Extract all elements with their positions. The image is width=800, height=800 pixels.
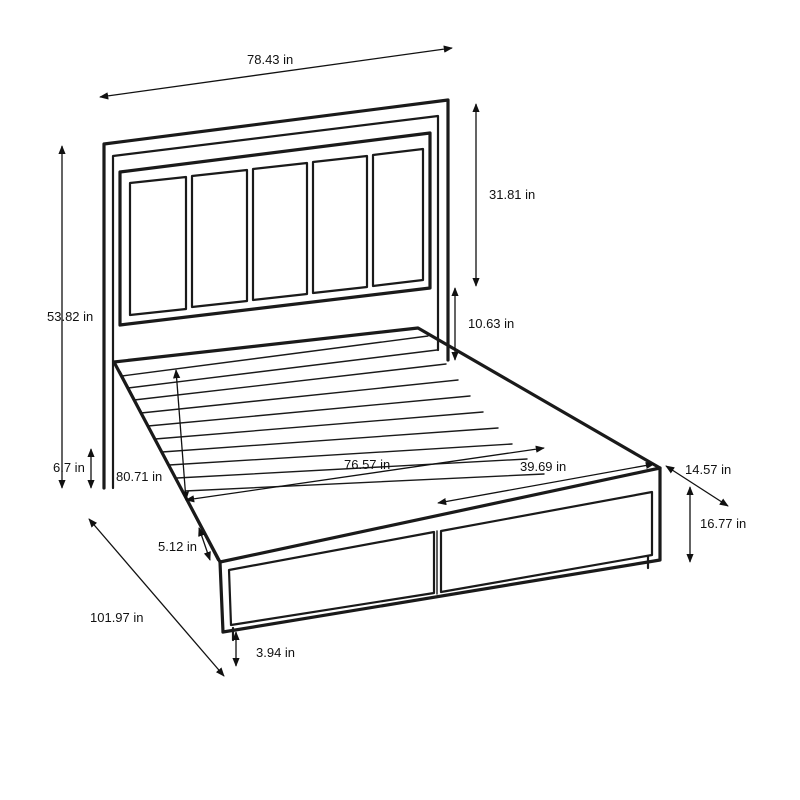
headboard-inner-border <box>111 114 440 490</box>
dimension-labels: 78.43 in 31.81 in 53.82 in 10.63 in 6.7 … <box>47 52 746 660</box>
dim-line-overall-length <box>88 518 225 677</box>
label-headboard-to-frame: 10.63 in <box>468 316 514 331</box>
label-drawer-height: 16.77 in <box>700 516 746 531</box>
dim-line-inner-length <box>172 369 190 501</box>
headboard-panel-2 <box>190 168 249 309</box>
headboard-panel-1 <box>128 175 188 317</box>
slat <box>154 411 484 440</box>
label-overall-length: 101.97 in <box>90 610 144 625</box>
headboard-panel-4 <box>311 154 369 295</box>
slat <box>147 395 471 427</box>
slat <box>140 379 459 414</box>
dim-line-drawer-width <box>437 461 655 506</box>
label-overall-height: 53.82 in <box>47 309 93 324</box>
label-overall-width: 78.43 in <box>247 52 293 67</box>
label-leg-clearance: 6.7 in <box>53 460 85 475</box>
slat <box>184 473 545 492</box>
base-front-left-edge <box>218 560 225 634</box>
platform-slats <box>121 335 545 492</box>
headboard-panel-3 <box>251 161 309 302</box>
headboard-outer-frame <box>102 98 450 490</box>
dim-line-overall-width <box>99 45 453 100</box>
label-inner-width-diagonal: 76.57 in <box>344 457 390 472</box>
dimension-lines <box>58 45 729 677</box>
label-drawer-depth: 14.57 in <box>685 462 731 477</box>
bed-platform <box>112 326 662 564</box>
label-headboard-panel-height: 31.81 in <box>489 187 535 202</box>
drawer-left <box>227 530 436 627</box>
base-bottom-edge <box>221 560 650 634</box>
label-floor-clearance: 3.94 in <box>256 645 295 660</box>
platform-top-outline <box>112 326 662 564</box>
label-inner-length: 80.71 in <box>116 469 162 484</box>
footboard-drawers <box>218 466 662 642</box>
headboard-panel-frame <box>118 131 432 327</box>
headboard <box>102 98 450 490</box>
dim-line-inner-width-diagonal <box>185 445 545 503</box>
dim-line-drawer-depth <box>665 465 729 507</box>
base-front-right-edge <box>646 466 662 564</box>
label-side-rail: 5.12 in <box>158 539 197 554</box>
label-drawer-width: 39.69 in <box>520 459 566 474</box>
headboard-panel-5 <box>371 147 425 288</box>
